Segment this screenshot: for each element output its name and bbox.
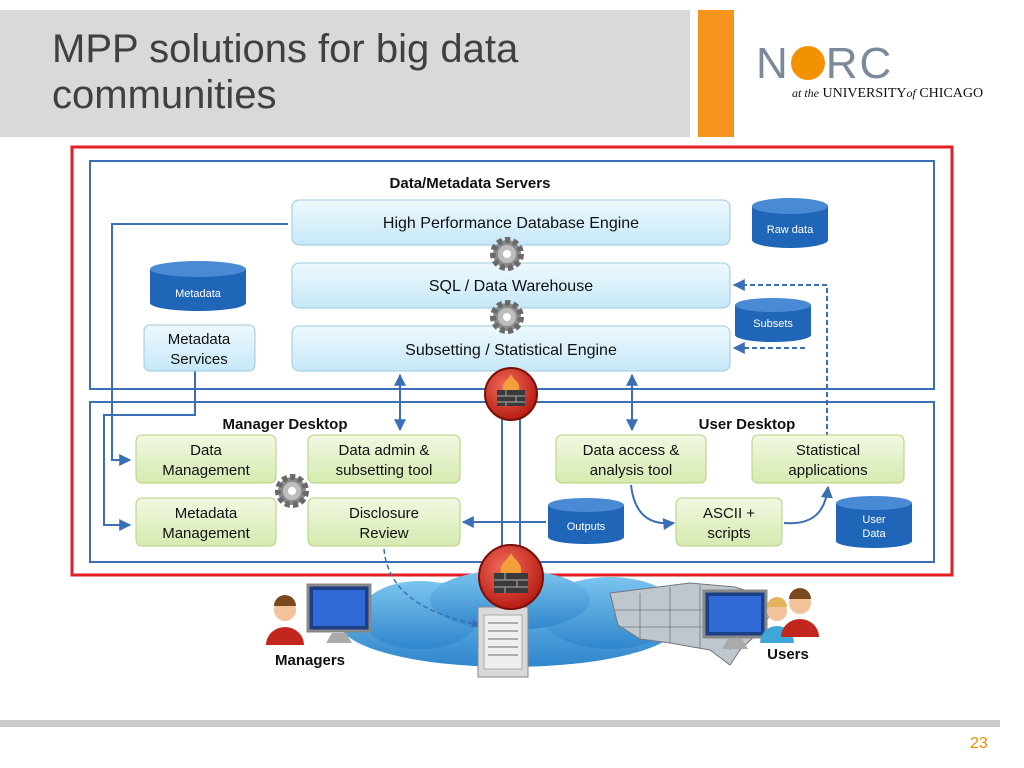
firewall-icon <box>484 367 538 421</box>
logo-wordmark: N RC <box>756 40 893 88</box>
footer-bar <box>0 720 1000 727</box>
statistical-line-1: Statistical <box>796 442 860 459</box>
user-desktop-title: User Desktop <box>699 416 796 433</box>
hpde-box: High Performance Database Engine <box>291 199 731 246</box>
disclosure-line-1: Disclosure <box>349 505 419 522</box>
outputs-database-icon: Outputs <box>548 498 624 544</box>
ascii-to-stat-apps-arrow <box>783 485 833 525</box>
data-access-box: Data access & analysis tool <box>555 434 707 484</box>
metadata-management-line-2: Management <box>162 525 250 542</box>
user-person-icon <box>781 588 819 637</box>
metadata-services-line-2: Services <box>170 351 228 368</box>
data-admin-line-2: subsetting tool <box>336 462 433 479</box>
ascii-scripts-box: ASCII + scripts <box>675 497 783 547</box>
metadata-database-icon: Metadata <box>150 261 246 311</box>
monitor-icon <box>306 583 372 643</box>
managers-label: Managers <box>275 652 345 669</box>
logo-subtitle: at the UNIVERSITYof CHICAGO <box>792 86 983 102</box>
architecture-diagram: Data/Metadata Servers High Performance D… <box>70 145 954 678</box>
subsets-database-icon: Subsets <box>735 298 811 342</box>
metadata-services-box: Metadata Services <box>143 324 256 372</box>
subsetting-engine-label: Subsetting / Statistical Engine <box>405 342 617 359</box>
logo-star-o-icon <box>790 46 825 81</box>
data-management-box: Data Management <box>135 434 277 484</box>
logo-chicago: CHICAGO <box>919 86 984 101</box>
title-band <box>0 10 690 137</box>
metadata-management-line-1: Metadata <box>175 505 238 522</box>
data-management-line-2: Management <box>162 462 250 479</box>
manager-desktop-title: Manager Desktop <box>222 416 347 433</box>
firewall-icon <box>478 544 544 610</box>
subsets-label: Subsets <box>753 318 793 330</box>
logo-at-the: at the <box>792 86 819 100</box>
monitor-icon <box>702 589 768 649</box>
title-line-1: MPP solutions for big data <box>52 27 519 71</box>
data-management-line-1: Data <box>190 442 222 459</box>
data-admin-line-1: Data admin & <box>339 442 430 459</box>
data-access-line-2: analysis tool <box>590 462 673 479</box>
logo-letters-rc: RC <box>825 39 894 88</box>
accent-bar <box>698 10 734 137</box>
gear-icon <box>490 300 524 334</box>
server-icon <box>477 606 529 678</box>
raw-data-database-icon: Raw data <box>752 198 828 248</box>
statistical-applications-box: Statistical applications <box>751 434 905 484</box>
metadata-services-line <box>103 355 201 531</box>
gear-icon <box>490 237 524 271</box>
data-access-to-ascii-arrow <box>630 484 676 531</box>
hpde-label: High Performance Database Engine <box>383 215 639 232</box>
user-data-line-1: User <box>862 514 886 526</box>
outputs-label: Outputs <box>567 521 606 533</box>
servers-title: Data/Metadata Servers <box>390 175 551 192</box>
data-access-line-1: Data access & <box>583 442 680 459</box>
user-data-line-2: Data <box>862 528 886 540</box>
metadata-db-label: Metadata <box>175 288 222 300</box>
ascii-line-1: ASCII + <box>703 505 755 522</box>
user-data-database-icon: User Data <box>836 496 912 548</box>
logo-letter-n: N <box>756 39 790 88</box>
metadata-services-line-1: Metadata <box>168 331 231 348</box>
sql-label: SQL / Data Warehouse <box>429 278 593 295</box>
gear-icon <box>275 474 309 508</box>
users-label: Users <box>767 646 809 663</box>
logo-of: of <box>906 86 916 100</box>
logo-university: UNIVERSITY <box>822 86 907 101</box>
disclosure-review-box: Disclosure Review <box>307 497 461 547</box>
slide-title: MPP solutions for big data communities <box>52 26 672 118</box>
data-admin-box: Data admin & subsetting tool <box>307 434 461 484</box>
disclosure-to-server-line <box>383 548 481 628</box>
raw-data-label: Raw data <box>767 224 814 236</box>
stat-apps-to-sql-line <box>732 279 828 437</box>
subsetting-engine-box: Subsetting / Statistical Engine <box>291 325 731 372</box>
manager-person-icon <box>266 595 304 645</box>
disclosure-line-2: Review <box>359 525 408 542</box>
title-line-2: communities <box>52 73 277 117</box>
page-number: 23 <box>970 735 988 752</box>
metadata-management-box: Metadata Management <box>135 497 277 547</box>
statistical-line-2: applications <box>788 462 867 479</box>
norc-logo: N RC at the UNIVERSITYof CHICAGO <box>756 40 1006 110</box>
ascii-line-2: scripts <box>707 525 750 542</box>
